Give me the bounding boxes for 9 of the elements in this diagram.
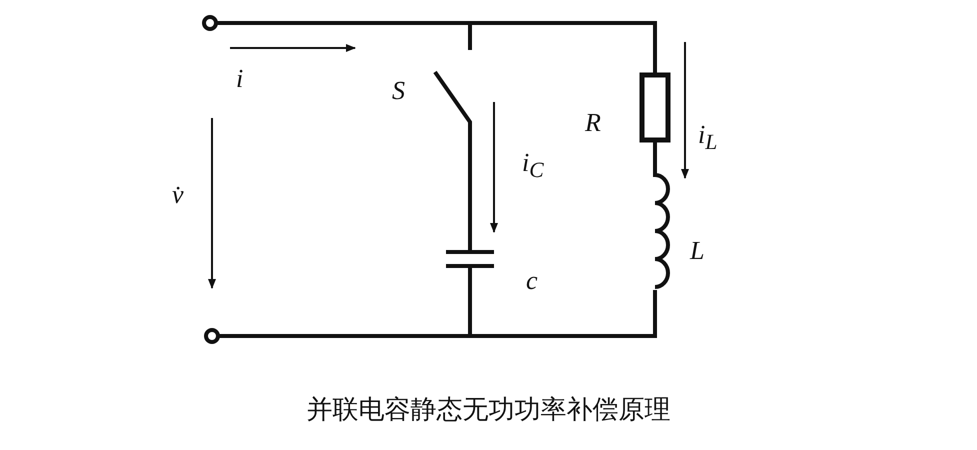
voltage-label: v̇ bbox=[172, 182, 184, 208]
capacitor-label: c bbox=[526, 268, 538, 294]
switch-label: S bbox=[392, 78, 405, 104]
caption: 并联电容静态无功功率补偿原理 bbox=[306, 394, 672, 427]
resistor-label: R bbox=[585, 110, 601, 136]
current-label: i$_{L}$ bbox=[698, 122, 718, 154]
inductor-label: L bbox=[690, 238, 704, 264]
current-label: i bbox=[236, 66, 244, 92]
current-label: i$_{C}$ bbox=[522, 150, 544, 182]
